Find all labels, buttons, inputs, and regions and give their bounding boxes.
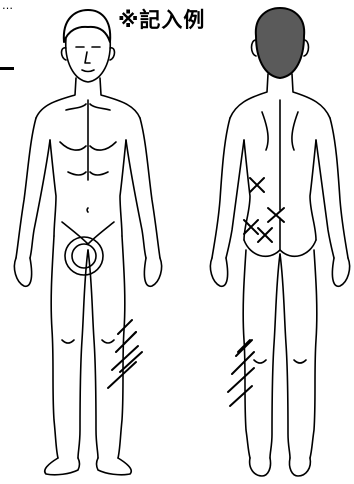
back-head (256, 8, 304, 78)
front-head (66, 38, 111, 82)
circle-mark (65, 237, 103, 275)
x-mark (250, 178, 264, 192)
hatch-mark (228, 340, 254, 406)
hatch-mark (108, 320, 142, 388)
back-figure (210, 8, 349, 476)
x-mark (268, 208, 284, 222)
front-figure (14, 10, 161, 475)
x-mark (258, 228, 272, 242)
front-hair (64, 10, 110, 42)
